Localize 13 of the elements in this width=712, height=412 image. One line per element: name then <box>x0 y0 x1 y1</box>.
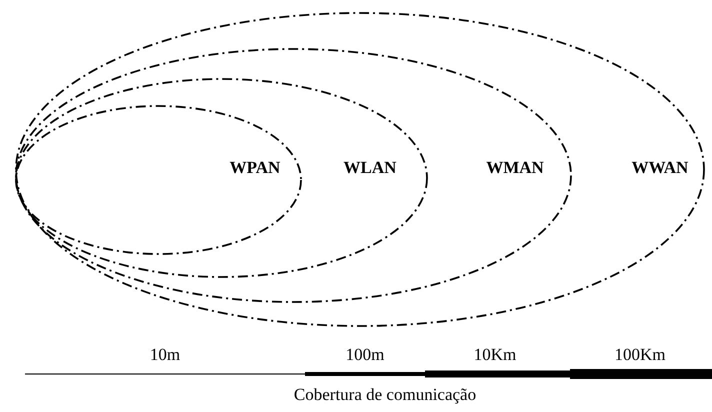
range-label: 10m <box>150 345 180 365</box>
network-label: WLAN <box>344 158 396 178</box>
network-label: WPAN <box>230 158 280 178</box>
coverage-ellipse <box>15 105 302 255</box>
axis-title: Cobertura de comunicação <box>294 385 476 405</box>
range-label: 100m <box>346 345 384 365</box>
range-label: 100Km <box>614 345 666 365</box>
network-label: WWAN <box>632 158 688 178</box>
coverage-ellipse <box>15 48 572 303</box>
network-label: WMAN <box>486 158 544 178</box>
coverage-ellipse <box>15 12 705 327</box>
range-label: 10Km <box>474 345 516 365</box>
coverage-ellipse <box>15 78 428 278</box>
